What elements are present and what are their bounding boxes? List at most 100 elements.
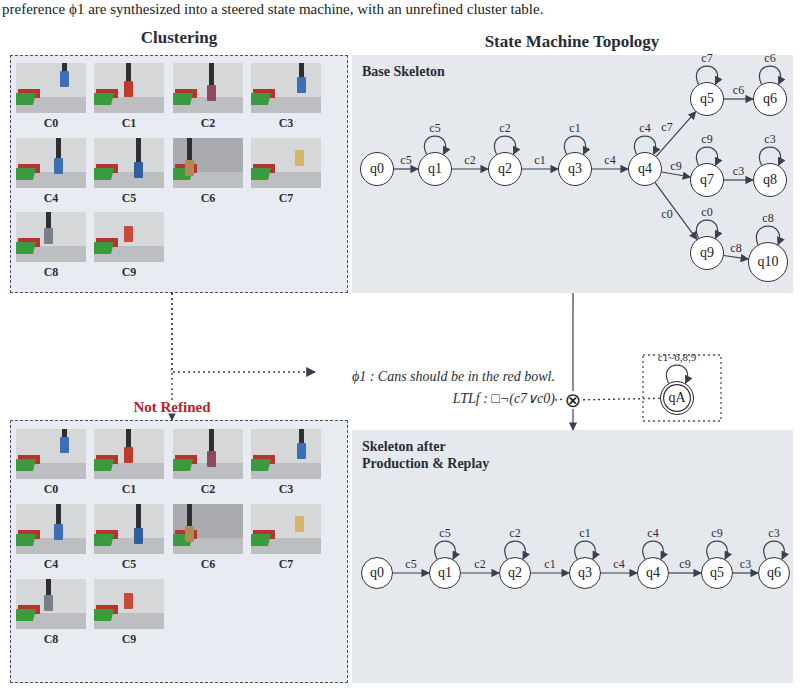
cluster-tile: C5	[94, 504, 164, 576]
cluster-image	[251, 504, 321, 554]
transition-arrow	[452, 168, 488, 169]
edge-label: c1	[534, 154, 545, 167]
edge-label: c7	[701, 52, 712, 65]
state-label: q0	[370, 566, 384, 580]
state-label: q4	[646, 566, 660, 580]
transition-arrow	[575, 541, 596, 559]
skeleton-panel: Skeleton after Production & Replay q0 q1 q2…	[352, 430, 793, 683]
state-circle: q0	[361, 557, 393, 589]
product-glyph: ⊗	[565, 391, 582, 409]
cluster-image	[94, 579, 164, 629]
cluster-label: C1	[94, 479, 164, 499]
edge-label: c0	[661, 208, 672, 221]
cluster-panel: ClusteringC0C1C2C3C4C5C6C7C8C9	[10, 55, 348, 293]
cluster-label: C4	[16, 554, 86, 574]
cluster-photo	[16, 429, 86, 479]
edge-label: Not Refined	[130, 401, 213, 414]
transition-arrow	[494, 136, 515, 154]
cluster-label: C6	[173, 554, 243, 574]
edge-label: c4	[639, 122, 650, 135]
state-circle: q5	[690, 82, 724, 116]
transition-arrow	[724, 98, 753, 99]
edge-label: c8	[730, 242, 741, 255]
cluster-label: C0	[16, 113, 86, 133]
state-circle: q3	[569, 557, 601, 589]
edge-label: c8	[762, 212, 773, 225]
transition-arrow	[505, 541, 526, 559]
transition-arrow	[733, 572, 758, 573]
edge-label: c9	[701, 133, 712, 146]
section-heading: State Machine Topology	[485, 32, 660, 52]
cluster-tile: C7	[251, 504, 321, 576]
transition-arrow	[643, 541, 664, 559]
cluster-photo	[94, 429, 164, 479]
edge-label: c3	[764, 133, 775, 146]
dotted-connector	[582, 398, 660, 400]
transition-arrow	[564, 136, 585, 154]
cluster-image	[251, 138, 321, 188]
cluster-photo	[16, 138, 86, 188]
cluster-photo	[251, 63, 321, 113]
transition-arrow	[601, 572, 637, 573]
edge-label: c4	[613, 558, 624, 571]
state-circle: q6	[753, 82, 787, 116]
transition-arrow	[669, 572, 701, 573]
transition-arrow	[634, 136, 655, 154]
state-label: q0	[370, 162, 384, 176]
state-circle: q5	[701, 557, 733, 589]
edge-label: c3	[733, 165, 744, 178]
cluster-label: C6	[173, 188, 243, 208]
cluster-image	[173, 429, 243, 479]
transition-arrow	[656, 112, 695, 157]
cluster-label: C2	[173, 479, 243, 499]
cluster-image	[16, 212, 86, 262]
cluster-tile: C8	[16, 579, 86, 651]
state-circle: q1	[429, 557, 461, 589]
state-label: q7	[700, 173, 714, 187]
edge-label: c4	[647, 527, 658, 540]
panel-heading: Skeleton after Production & Replay	[362, 438, 512, 472]
state-label: q1	[438, 566, 452, 580]
product-symbol: ⊗	[564, 391, 582, 409]
state-label: q6	[767, 566, 781, 580]
transition-arrow	[696, 66, 717, 84]
cluster-label: C4	[16, 188, 86, 208]
cluster-tile: C3	[251, 63, 321, 135]
cluster-image	[94, 63, 164, 113]
state-circle: q0	[360, 152, 394, 186]
transition-arrow	[655, 183, 697, 240]
transition-arrow	[435, 541, 456, 559]
transition-arrow	[662, 172, 691, 177]
transition-arrow	[572, 293, 573, 391]
state-label: q3	[578, 566, 592, 580]
cluster-photo	[16, 63, 86, 113]
cluster-image	[94, 212, 164, 262]
cluster-image	[251, 63, 321, 113]
automaton-frame	[643, 355, 721, 421]
edge-label: c5	[400, 154, 411, 167]
transition-arrow	[393, 572, 429, 573]
cluster-photo	[94, 63, 164, 113]
cluster-tile: C0	[16, 63, 86, 135]
cluster-image	[173, 138, 243, 188]
edge-label: c1	[579, 527, 590, 540]
cluster-photo	[173, 504, 243, 554]
cluster-photo	[173, 138, 243, 188]
state-label: q3	[568, 162, 582, 176]
transition-arrow	[572, 409, 573, 430]
transition-arrow	[666, 365, 687, 383]
state-label: q5	[710, 566, 724, 580]
cluster-image	[16, 63, 86, 113]
cluster-tile: C9	[94, 212, 164, 284]
cluster-tile: C3	[251, 429, 321, 501]
cluster-label: C1	[94, 113, 164, 133]
cluster-photo	[173, 63, 243, 113]
edge-label: c9	[711, 527, 722, 540]
edge-label: c3	[768, 527, 779, 540]
state-circle: q2	[499, 557, 531, 589]
edge-label: c9	[670, 159, 681, 172]
cluster-tile: C8	[16, 212, 86, 284]
cluster-photo	[173, 429, 243, 479]
